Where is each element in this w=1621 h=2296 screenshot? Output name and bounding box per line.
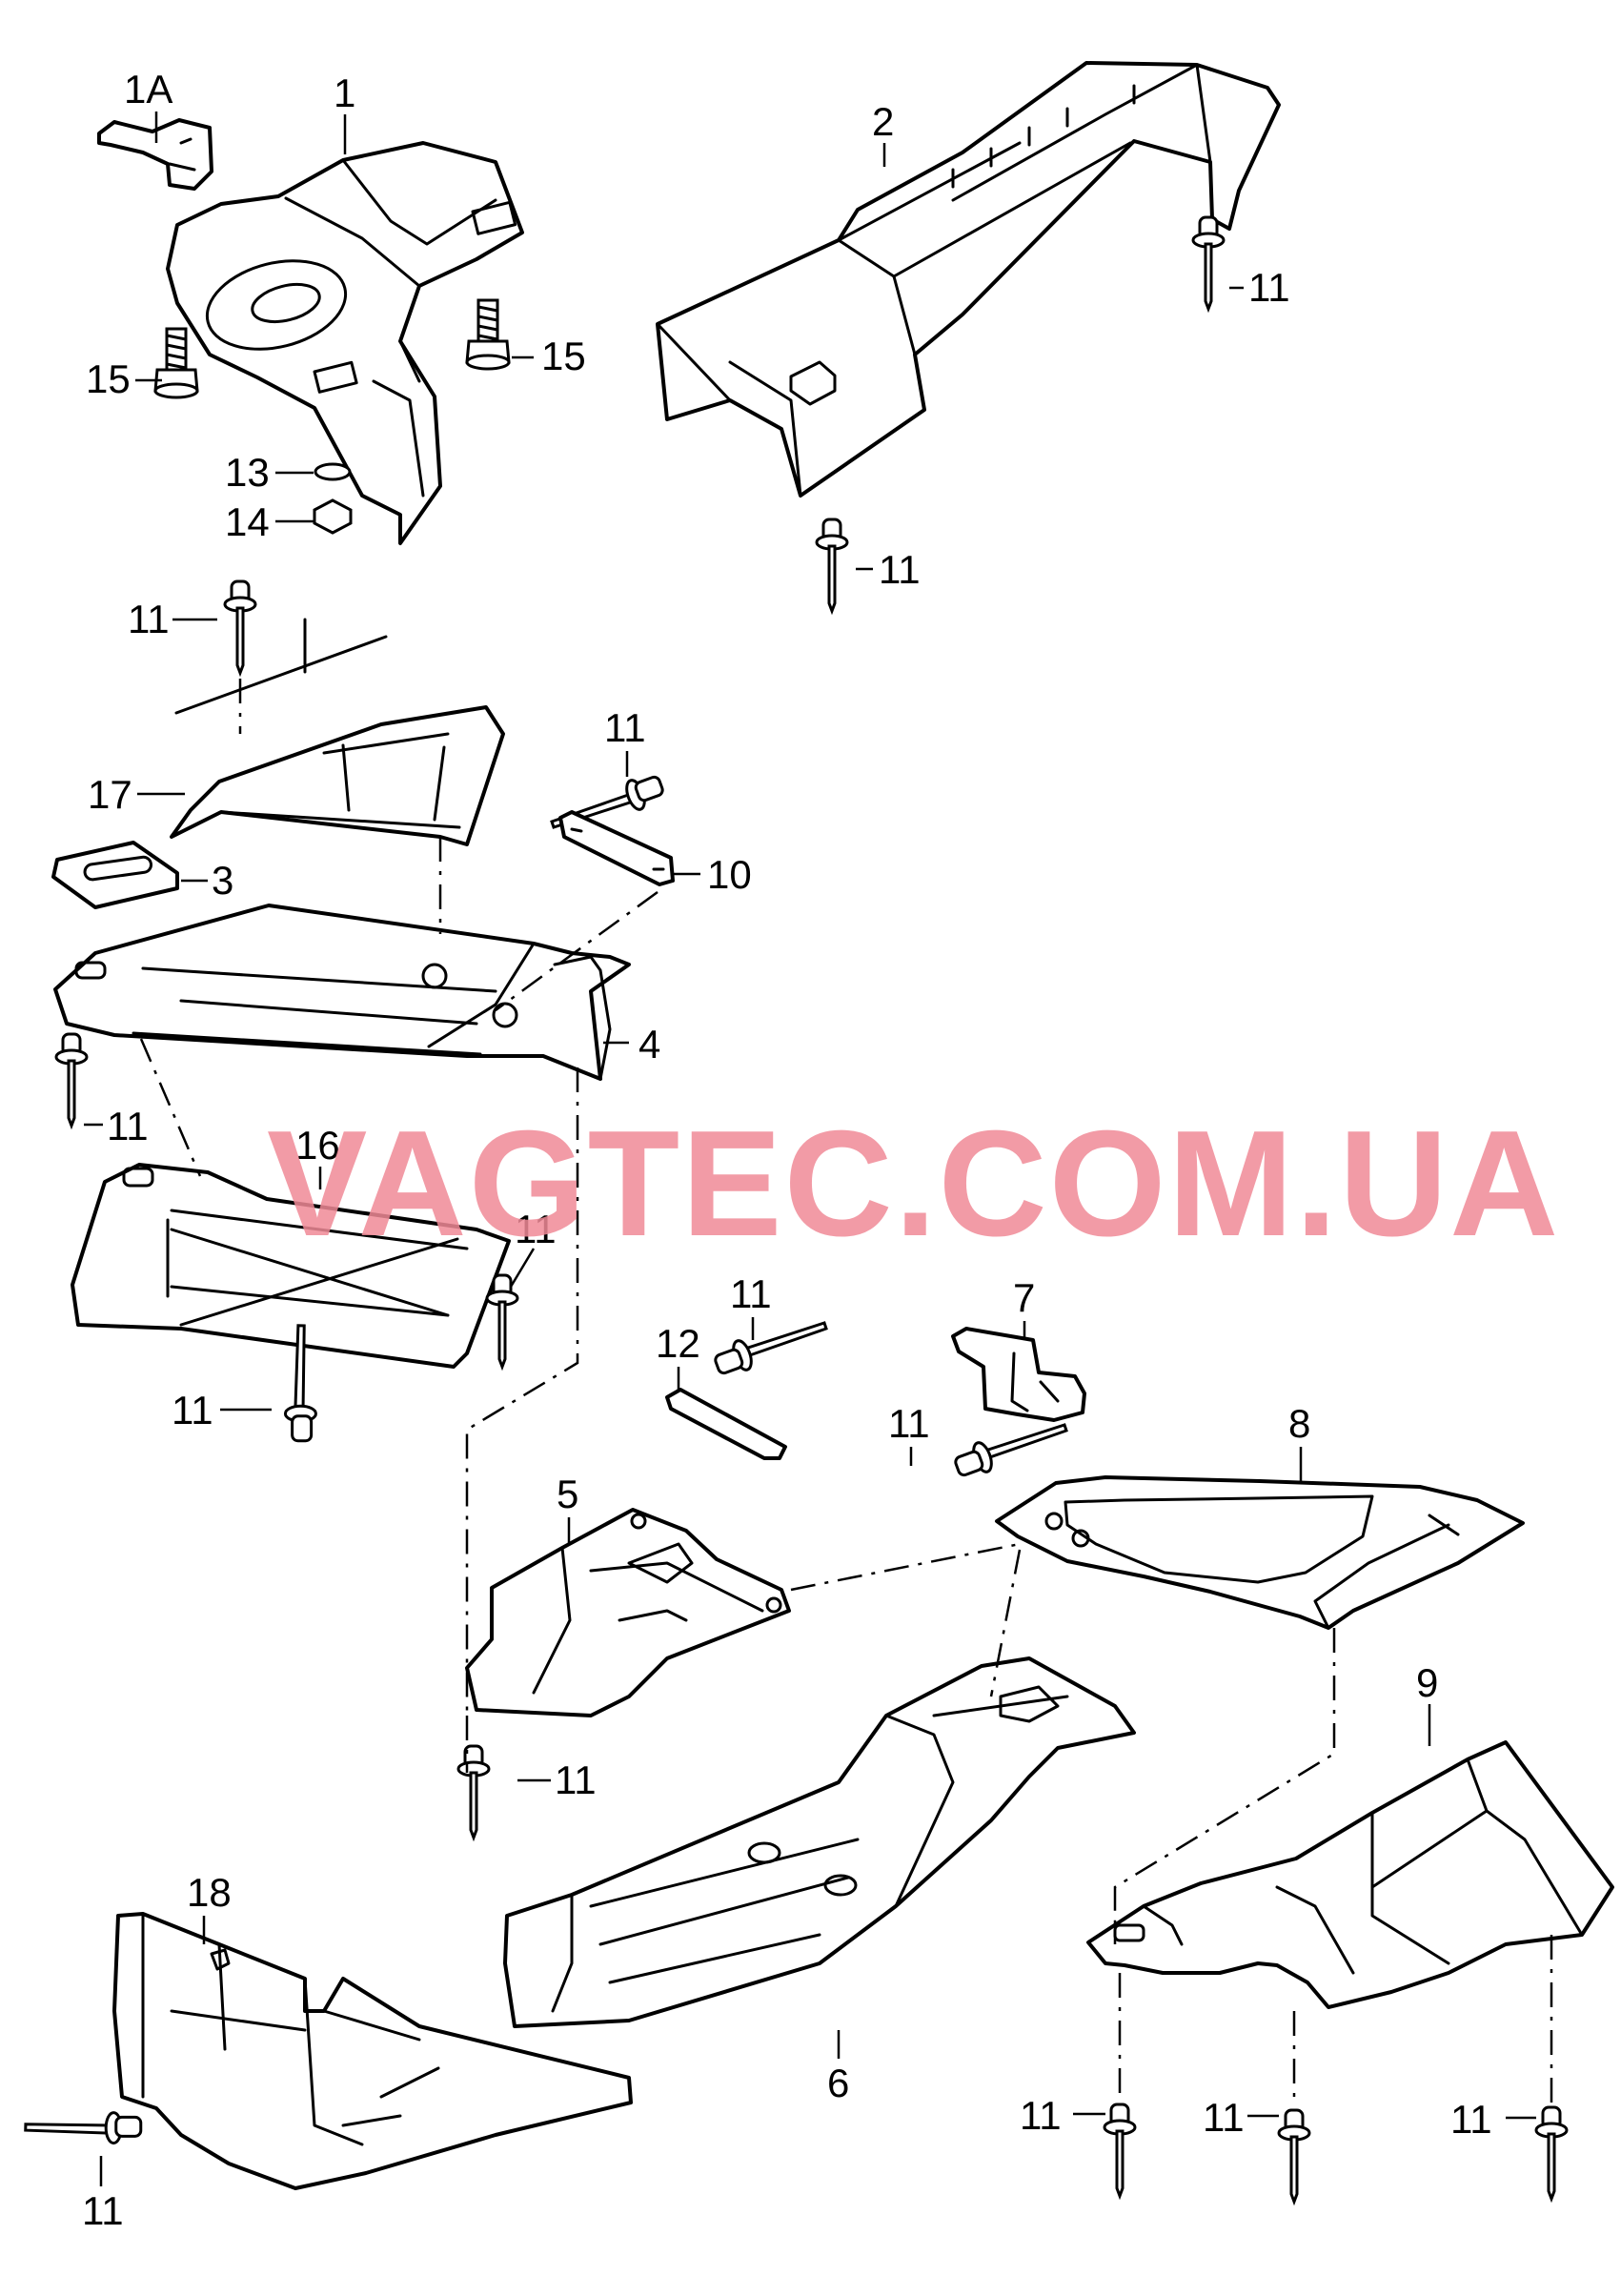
label-13: 13 (225, 450, 270, 495)
label-11-d: 11 (604, 705, 646, 750)
label-11-f: 11 (515, 1207, 557, 1251)
label-15-left: 15 (86, 356, 131, 401)
part-labels: 1A 1 2 11 15 15 13 14 11 11 17 11 10 3 4… (82, 67, 1492, 2233)
label-6: 6 (827, 2061, 849, 2105)
part-18-heat-shield (112, 1912, 633, 2190)
label-11-i: 11 (888, 1401, 930, 1446)
part-6-heat-shield (503, 1656, 1136, 2028)
label-11-l: 11 (1020, 2093, 1062, 2138)
label-3: 3 (212, 858, 233, 903)
label-15-right: 15 (541, 334, 586, 378)
leader-lines (84, 112, 1536, 2186)
label-11-e: 11 (107, 1104, 149, 1148)
label-4: 4 (638, 1022, 660, 1067)
part-5-heat-shield (465, 1508, 791, 1717)
label-10: 10 (707, 852, 752, 897)
part-9-heat-shield (1086, 1740, 1614, 2009)
label-11-h: 11 (730, 1271, 772, 1316)
watermark: VAGTEC.COM.UA (267, 1100, 1560, 1268)
alignment-lines (139, 679, 1553, 2106)
label-11-j: 11 (555, 1758, 597, 1802)
label-11-a: 11 (1248, 265, 1290, 310)
part-17-bracket (170, 705, 505, 846)
label-1: 1 (334, 71, 355, 115)
label-14: 14 (225, 499, 270, 544)
part-12-bracket (665, 1388, 787, 1460)
part-4-tray (53, 904, 631, 1081)
label-11-g: 11 (172, 1388, 213, 1432)
label-8: 8 (1288, 1401, 1310, 1446)
part-8-heat-shield (995, 1475, 1525, 1630)
label-17: 17 (88, 772, 132, 817)
part-1a-bracket (97, 118, 213, 191)
part-1-heat-shield (166, 141, 524, 545)
label-18: 18 (187, 1870, 232, 1915)
label-7: 7 (1013, 1275, 1035, 1320)
label-11-m: 11 (1203, 2095, 1245, 2140)
label-12: 12 (656, 1321, 700, 1366)
label-11-c: 11 (128, 597, 170, 641)
label-11-b: 11 (879, 547, 921, 592)
label-11-k: 11 (82, 2188, 124, 2233)
label-11-n: 11 (1450, 2097, 1492, 2142)
part-2-heat-shield (656, 61, 1281, 498)
part-3-plate (51, 841, 179, 909)
label-16: 16 (295, 1123, 340, 1168)
part-10-bracket (558, 810, 675, 886)
label-5: 5 (557, 1472, 578, 1516)
label-1a: 1A (124, 67, 172, 112)
part-7-bracket (951, 1327, 1086, 1422)
label-9: 9 (1416, 1660, 1438, 1705)
label-2: 2 (872, 99, 894, 144)
